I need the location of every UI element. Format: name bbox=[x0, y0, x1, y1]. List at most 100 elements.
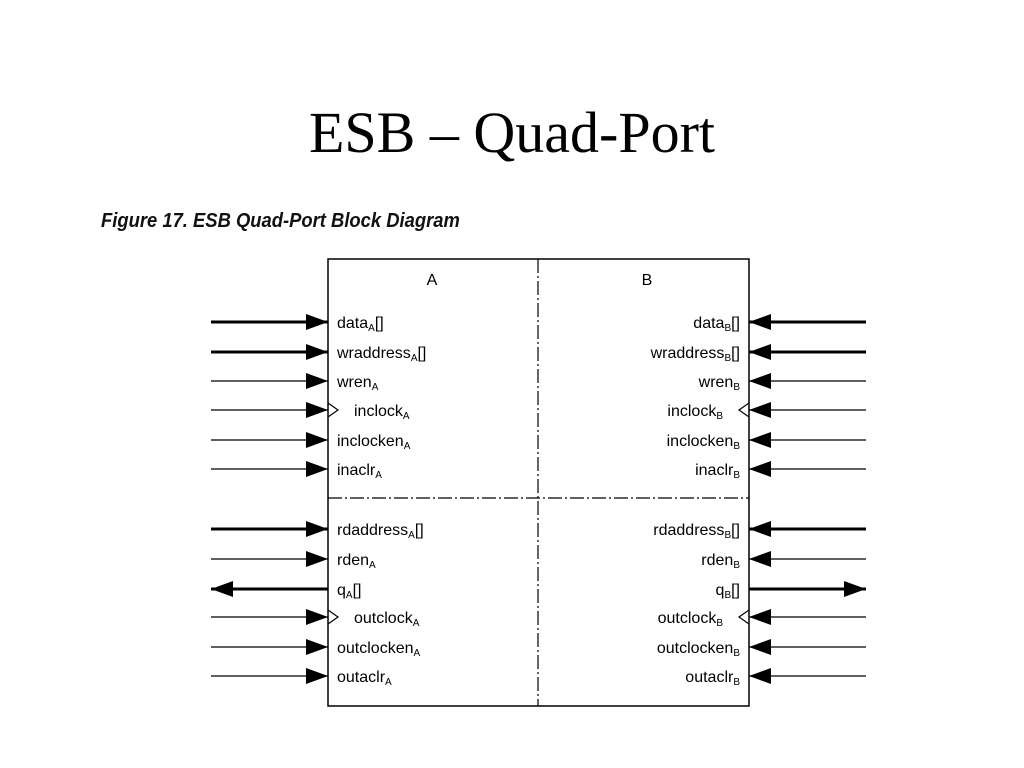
port-a-inaclr-subscript: A bbox=[375, 470, 382, 481]
port-a-rden-subscript: A bbox=[369, 560, 376, 571]
port-a-outaclr-name: outaclr bbox=[337, 669, 386, 686]
port-a-wraddress: wraddressA[] bbox=[211, 344, 426, 364]
port-a-data-label: dataA[] bbox=[337, 315, 384, 334]
slide-title: ESB – Quad-Port bbox=[309, 100, 715, 165]
port-b-wraddress: wraddressB[] bbox=[650, 344, 866, 364]
port-b-outclocken-arrowhead bbox=[749, 639, 771, 655]
port-a-rden: rdenA bbox=[211, 551, 376, 571]
port-a-outaclr-subscript: A bbox=[385, 677, 392, 688]
port-a-inaclr: inaclrA bbox=[211, 461, 382, 481]
port-b-inclocken-label: inclockenB bbox=[667, 433, 741, 452]
port-b-wren-arrowhead bbox=[749, 373, 771, 389]
port-a-outclock: outclockA bbox=[211, 609, 420, 629]
port-b-rdaddress-subscript: B bbox=[724, 530, 731, 541]
port-b-outclock-label: outclockB bbox=[658, 610, 724, 629]
port-b-wren: wrenB bbox=[698, 373, 866, 393]
port-b-outclock: outclockB bbox=[658, 609, 866, 629]
port-a-outclocken-arrowhead bbox=[306, 639, 328, 655]
port-a-inclock-arrowhead bbox=[306, 402, 328, 418]
port-a-rdaddress-name: rdaddress bbox=[337, 522, 408, 539]
port-a-rden-label: rdenA bbox=[337, 552, 376, 571]
port-a-label: A bbox=[427, 272, 438, 289]
port-b-data-arrowhead bbox=[749, 314, 771, 330]
port-a-outaclr-label: outaclrA bbox=[337, 669, 392, 688]
port-a-inclocken-label: inclockenA bbox=[337, 433, 411, 452]
port-a-rdaddress: rdaddressA[] bbox=[211, 521, 424, 541]
port-a-q-suffix: [] bbox=[353, 582, 362, 599]
port-a-rden-arrowhead bbox=[306, 551, 328, 567]
port-b-outclocken-name: outclocken bbox=[657, 640, 734, 657]
port-b-wraddress-name: wraddress bbox=[650, 345, 725, 362]
port-b-rdaddress-name: rdaddress bbox=[653, 522, 724, 539]
port-a-wren: wrenA bbox=[211, 373, 379, 393]
port-a-outclocken-subscript: A bbox=[414, 648, 421, 659]
port-a-inclock-label: inclockA bbox=[354, 403, 410, 422]
port-b-outclock-arrowhead bbox=[749, 609, 771, 625]
port-b-rden-subscript: B bbox=[733, 560, 740, 571]
port-b-inclock-subscript: B bbox=[716, 411, 723, 422]
port-a-rdaddress-subscript: A bbox=[408, 530, 415, 541]
port-b-wraddress-arrowhead bbox=[749, 344, 771, 360]
port-a-inaclr-label: inaclrA bbox=[337, 462, 382, 481]
port-a-inclock-clock-indicator bbox=[327, 402, 340, 418]
port-b-q-name: q bbox=[716, 582, 725, 599]
port-b-outclock-name: outclock bbox=[658, 610, 718, 627]
port-a-outclock-clock-indicator bbox=[327, 609, 340, 625]
port-b-rdaddress-suffix: [] bbox=[731, 522, 740, 539]
port-b-inaclr-subscript: B bbox=[733, 470, 740, 481]
port-b-rdaddress-arrowhead bbox=[749, 521, 771, 537]
port-a-q-subscript: A bbox=[346, 590, 353, 601]
port-a-data-subscript: A bbox=[368, 323, 375, 334]
port-a-wren-label: wrenA bbox=[336, 374, 379, 393]
port-b-inclock-name: inclock bbox=[667, 403, 717, 420]
port-a-wren-arrowhead bbox=[306, 373, 328, 389]
port-b-data-subscript: B bbox=[724, 323, 731, 334]
port-b-outaclr-subscript: B bbox=[733, 677, 740, 688]
port-a-outaclr: outaclrA bbox=[211, 668, 392, 688]
port-b-inclocken-arrowhead bbox=[749, 432, 771, 448]
port-b-inclock-clock-indicator bbox=[737, 402, 750, 418]
port-b-wraddress-subscript: B bbox=[724, 353, 731, 364]
port-b-outclocken: outclockenB bbox=[657, 639, 866, 659]
port-a-rdaddress-suffix: [] bbox=[415, 522, 424, 539]
port-b-q-subscript: B bbox=[724, 590, 731, 601]
port-b-q-suffix: [] bbox=[731, 582, 740, 599]
port-a-outaclr-arrowhead bbox=[306, 668, 328, 684]
port-b-data-name: data bbox=[693, 315, 724, 332]
port-a-inaclr-arrowhead bbox=[306, 461, 328, 477]
port-a-data-name: data bbox=[337, 315, 368, 332]
port-b-outaclr-arrowhead bbox=[749, 668, 771, 684]
port-a-inclock-name: inclock bbox=[354, 403, 404, 420]
port-b-q-arrowhead bbox=[844, 581, 866, 597]
port-b-inclocken-subscript: B bbox=[733, 441, 740, 452]
port-b-inaclr-arrowhead bbox=[749, 461, 771, 477]
port-a-wraddress-arrowhead bbox=[306, 344, 328, 360]
port-a-outclock-subscript: A bbox=[413, 618, 420, 629]
port-b-outclock-subscript: B bbox=[716, 618, 723, 629]
port-b-inaclr-label: inaclrB bbox=[695, 462, 740, 481]
port-a-outclock-label: outclockA bbox=[354, 610, 420, 629]
port-a-wraddress-name: wraddress bbox=[336, 345, 411, 362]
port-b-inclocken-name: inclocken bbox=[667, 433, 734, 450]
port-b-wren-subscript: B bbox=[733, 382, 740, 393]
port-a-wren-name: wren bbox=[336, 374, 372, 391]
port-a-wren-subscript: A bbox=[372, 382, 379, 393]
port-b-inclock-label: inclockB bbox=[667, 403, 723, 422]
port-b-q: qB[] bbox=[716, 581, 866, 601]
port-b-wren-label: wrenB bbox=[698, 374, 741, 393]
port-b-outclock-clock-indicator bbox=[737, 609, 750, 625]
port-b-rdaddress-label: rdaddressB[] bbox=[653, 522, 740, 541]
port-a-inclock-subscript: A bbox=[403, 411, 410, 422]
port-b-data: dataB[] bbox=[693, 314, 866, 334]
port-b-rden-name: rden bbox=[701, 552, 733, 569]
port-b-q-label: qB[] bbox=[716, 582, 740, 601]
port-a-rdaddress-arrowhead bbox=[306, 521, 328, 537]
port-a-outclock-arrowhead bbox=[306, 609, 328, 625]
port-a-inclock: inclockA bbox=[211, 402, 410, 422]
port-a-q-name: q bbox=[337, 582, 346, 599]
port-b-inclock: inclockB bbox=[667, 402, 866, 422]
port-a-outclocken: outclockenA bbox=[211, 639, 421, 659]
port-b-inaclr-name: inaclr bbox=[695, 462, 734, 479]
port-a-outclocken-label: outclockenA bbox=[337, 640, 421, 659]
